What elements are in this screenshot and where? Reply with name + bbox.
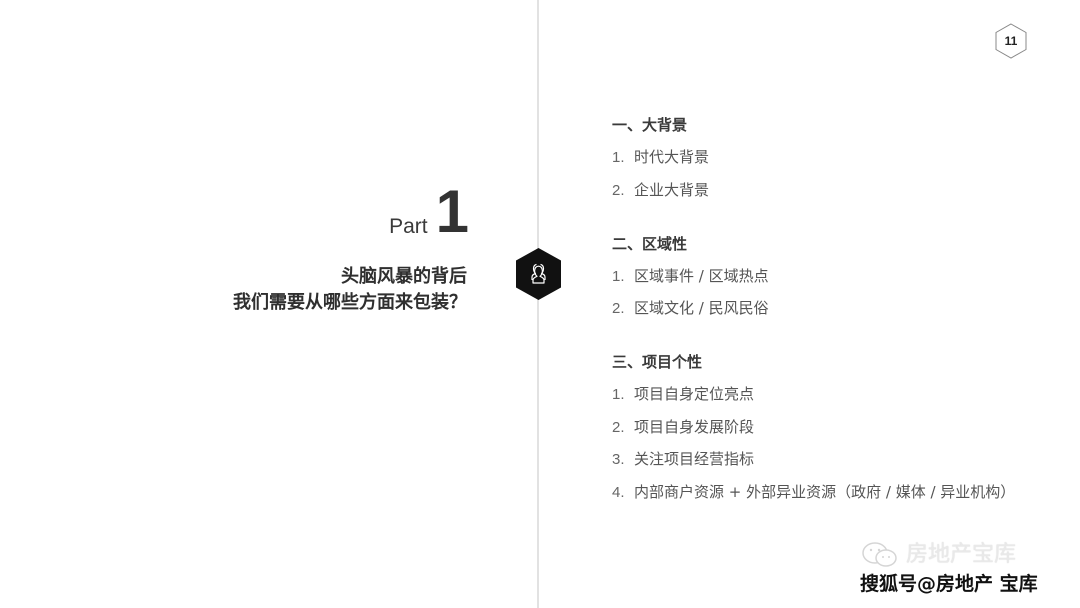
watermark: 房地产宝库 搜狐号@房地产 宝库 — [860, 541, 1070, 597]
list-item: 2.企业大背景 — [612, 180, 710, 199]
center-hexagon-badge — [515, 247, 562, 301]
part-subtitle: 头脑风暴的背后 我们需要从哪些方面来包装？ — [233, 264, 467, 316]
part-heading: Part 1 — [389, 182, 469, 242]
subtitle-line-1: 头脑风暴的背后 — [341, 266, 467, 287]
outline-list: 一、大背景 1.时代大背景 2.企业大背景 二、区域性 1.区域事件 / 区域热… — [612, 113, 1015, 534]
list-item: 2.项目自身发展阶段 — [612, 417, 755, 436]
section-title: 三、项目个性 — [612, 353, 703, 371]
people-group-icon — [516, 248, 561, 300]
list-item: 1.项目自身定位亮点 — [612, 385, 755, 403]
list-item: 2.区域文化 / 民风民俗 — [612, 299, 769, 317]
outline-section: 一、大背景 1.时代大背景 2.企业大背景 — [612, 113, 1015, 202]
wechat-icon — [862, 542, 897, 567]
vertical-divider — [537, 0, 539, 608]
page-number-badge: 11 — [994, 23, 1028, 59]
outline-section: 三、项目个性 1.项目自身定位亮点 2.项目自身发展阶段 3.关注项目经营指标 … — [612, 350, 1015, 504]
outline-section: 二、区域性 1.区域事件 / 区域热点 2.区域文化 / 民风民俗 — [612, 232, 1015, 321]
watermark-top-text: 房地产宝库 — [906, 542, 1017, 567]
part-number: 1 — [435, 178, 469, 245]
list-item: 1.区域事件 / 区域热点 — [612, 266, 769, 285]
list-item: 1.时代大背景 — [612, 148, 710, 166]
subtitle-line-2: 我们需要从哪些方面来包装？ — [233, 292, 467, 313]
section-title: 二、区域性 — [612, 234, 688, 253]
list-item: 4.内部商户资源 + 外部异业资源（政府 / 媒体 / 异业机构） — [612, 482, 1016, 501]
list-item: 3.关注项目经营指标 — [612, 450, 755, 468]
hexagon-outline-icon — [995, 23, 1027, 59]
watermark-brand: 房地产宝库 — [860, 541, 1070, 569]
section-title: 一、大背景 — [612, 116, 688, 134]
page-number: 11 — [1004, 34, 1018, 48]
watermark-bottom-text: 搜狐号@房地产 宝库 — [860, 573, 1038, 595]
part-label: Part — [389, 215, 428, 238]
